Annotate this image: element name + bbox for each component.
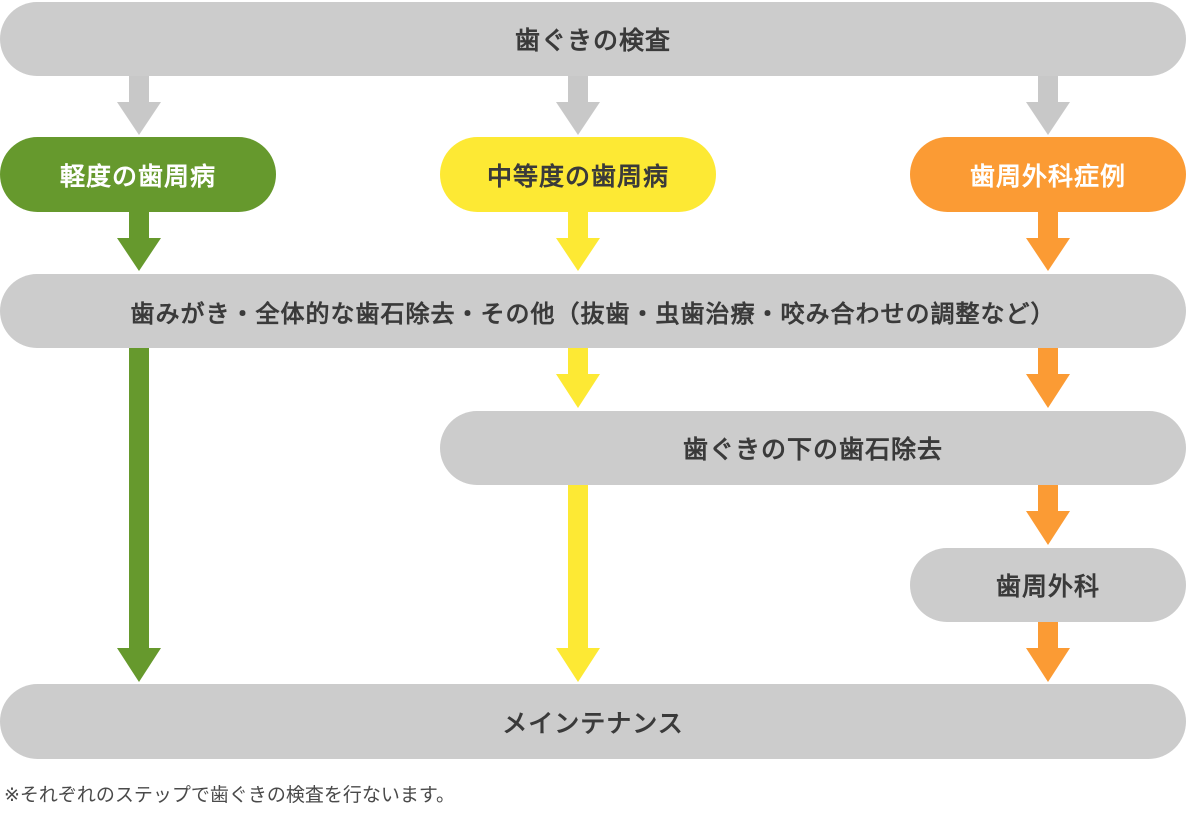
surgical-case-box: 歯周外科症例 xyxy=(910,137,1186,212)
arrow-green-2 xyxy=(117,348,161,682)
gum-exam-label: 歯ぐきの検査 xyxy=(514,26,671,55)
basic-treatment-label: 歯みがき・全体的な歯石除去・その他（抜歯・虫歯治療・咬み合わせの調整など） xyxy=(130,299,1056,328)
mild-periodontitis-box: 軽度の歯周病 xyxy=(0,137,276,212)
maintenance-label: メインテナンス xyxy=(502,708,684,738)
arrow-orange-4 xyxy=(1026,622,1070,682)
arrow-orange-3 xyxy=(1026,485,1070,545)
moderate-periodontitis-label: 中等度の歯周病 xyxy=(486,161,669,191)
arrow-green-1 xyxy=(117,212,161,271)
arrow-yellow-3 xyxy=(556,485,600,682)
arrow-gray-1 xyxy=(117,75,161,135)
arrow-gray-2 xyxy=(556,75,600,135)
periodontal-surgery-box: 歯周外科 xyxy=(910,548,1186,622)
arrow-orange-2 xyxy=(1026,348,1070,408)
maintenance-box: メインテナンス xyxy=(0,684,1186,759)
moderate-periodontitis-box: 中等度の歯周病 xyxy=(440,137,716,212)
mild-periodontitis-label: 軽度の歯周病 xyxy=(59,161,216,191)
arrow-gray-3 xyxy=(1026,75,1070,135)
basic-treatment-box: 歯みがき・全体的な歯石除去・その他（抜歯・虫歯治療・咬み合わせの調整など） xyxy=(0,274,1186,348)
surgical-case-label: 歯周外科症例 xyxy=(969,161,1126,191)
footnote: ※それぞれのステップで歯ぐきの検査を行ないます。 xyxy=(4,784,456,806)
arrow-orange-1 xyxy=(1026,212,1070,271)
subgingival-scaling-label: 歯ぐきの下の歯石除去 xyxy=(682,435,943,464)
gum-exam-box: 歯ぐきの検査 xyxy=(0,2,1186,76)
arrow-yellow-2 xyxy=(556,348,600,408)
periodontal-surgery-label: 歯周外科 xyxy=(995,572,1100,601)
arrow-yellow-1 xyxy=(556,212,600,271)
subgingival-scaling-box: 歯ぐきの下の歯石除去 xyxy=(440,411,1186,485)
